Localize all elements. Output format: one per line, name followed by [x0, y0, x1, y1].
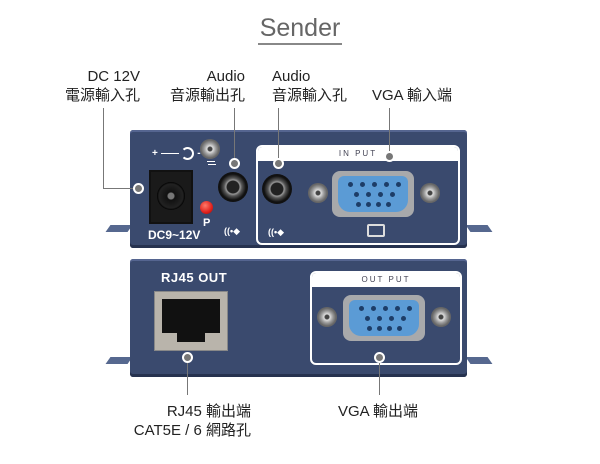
polarity-minus: -: [197, 148, 201, 160]
vga-output-pins: [349, 300, 419, 336]
input-box-label: IN PUT: [258, 147, 458, 161]
polarity-c-icon: [181, 147, 195, 160]
leader-audio-out: [234, 108, 235, 158]
output-section-box: OUT PUT: [310, 271, 462, 365]
label-audio-input-line1: Audio: [272, 68, 311, 85]
vga-screw-right-icon: [420, 183, 440, 203]
leader-audio-in: [278, 108, 279, 158]
leader-vga-out: [379, 363, 380, 395]
polarity-line: [160, 153, 179, 154]
dc-jack-socket-icon: [157, 182, 185, 210]
mounting-ear-left: [105, 225, 133, 232]
vga-screw-left-icon: [308, 183, 328, 203]
rj45-socket-icon: [162, 299, 220, 333]
input-section-box: IN PUT ((•◆: [256, 145, 460, 245]
mounting-ear-right-rear: [465, 357, 493, 364]
vga-out-screw-right-icon: [431, 307, 451, 327]
vga-input-port[interactable]: [332, 171, 414, 217]
label-audio-output: Audio 音源輸出孔: [160, 67, 245, 105]
mounting-ear-left-rear: [105, 357, 133, 364]
sender-front-panel: + - DC9~12V P ((•◆ IN PUT ((•◆: [130, 130, 467, 248]
audio-input-jack[interactable]: [262, 174, 292, 204]
label-dc-input-line1: DC 12V: [87, 68, 140, 85]
vga-output-port[interactable]: [343, 295, 425, 341]
sender-rear-panel: RJ45 OUT OUT PUT: [130, 259, 467, 377]
polarity-plus: +: [152, 148, 158, 160]
power-led-icon: [200, 201, 213, 214]
label-dc-input: DC 12V 電源輸入孔: [40, 67, 140, 105]
mounting-ear-right: [465, 225, 493, 232]
label-vga-output: VGA 輸出端: [338, 402, 458, 421]
label-vga-input: VGA 輸入端: [372, 86, 472, 105]
output-box-label: OUT PUT: [312, 273, 460, 287]
label-dc-input-line2: 電源輸入孔: [64, 87, 140, 104]
label-audio-input-line2: 音源輸入孔: [272, 87, 348, 104]
marker-audio-in: [273, 158, 284, 169]
marker-dc: [133, 183, 144, 194]
label-vga-input-line1: VGA 輸入端: [372, 87, 453, 104]
label-rj45-line1: RJ45 輸出端: [166, 403, 251, 420]
marker-vga-in: [384, 151, 395, 162]
power-marking: DC9~12V: [148, 228, 201, 242]
polarity-symbol: + -: [152, 147, 201, 160]
label-rj45-output: RJ45 輸出端 CAT5E / 6 網路孔: [100, 402, 251, 440]
ground-symbol-icon: [207, 161, 215, 162]
vga-out-screw-left-icon: [317, 307, 337, 327]
label-audio-input: Audio 音源輸入孔: [272, 67, 362, 105]
label-vga-output-line1: VGA 輸出端: [338, 403, 419, 420]
led-label: P: [203, 217, 211, 229]
leader-dc: [103, 108, 104, 188]
label-rj45-line2: CAT5E / 6 網路孔: [133, 422, 251, 439]
marker-audio-out: [229, 158, 240, 169]
title-text: Sender: [257, 14, 343, 45]
rj45-label: RJ45 OUT: [161, 270, 228, 285]
dc-power-jack[interactable]: [149, 170, 193, 224]
audio-output-jack[interactable]: [218, 172, 248, 202]
leader-vga-in: [389, 108, 390, 152]
monitor-icon: [367, 224, 385, 237]
label-audio-output-line1: Audio: [206, 68, 245, 85]
rj45-port[interactable]: [154, 291, 228, 351]
label-audio-output-line2: 音源輸出孔: [169, 87, 245, 104]
leader-rj45: [187, 363, 188, 395]
marker-rj45: [182, 352, 193, 363]
audio-input-symbol: ((•◆: [268, 227, 285, 237]
audio-output-symbol: ((•◆: [224, 226, 241, 236]
ground-screw-icon: [200, 139, 220, 159]
vga-input-pins: [338, 176, 408, 212]
leader-dc-h: [103, 188, 137, 189]
diagram-title: Sender: [0, 14, 600, 45]
marker-vga-out: [374, 352, 385, 363]
rj45-clip-slot: [177, 333, 205, 342]
